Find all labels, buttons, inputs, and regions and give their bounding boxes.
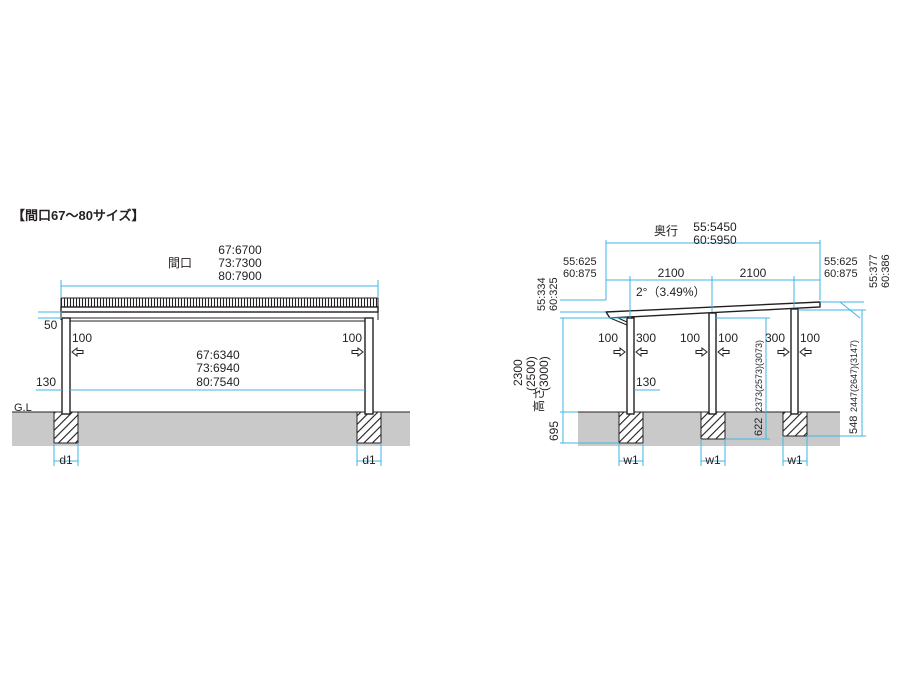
- side-roof-left-55: 55:334: [536, 277, 548, 311]
- side-height-3: (3000): [537, 356, 551, 391]
- side-post2-100a: 100: [680, 331, 700, 345]
- front-post-right: [364, 317, 374, 415]
- front-footing-right: [356, 411, 382, 444]
- side-roof-right-55: 55:377: [868, 254, 880, 288]
- side-span-1: 2100: [658, 266, 685, 280]
- front-arrow-right: [351, 346, 364, 358]
- side-post1-100: 100: [598, 331, 618, 345]
- side-post3-arrow-right: [799, 346, 812, 358]
- side-footing-2-w1: w1: [704, 453, 721, 467]
- front-post-left-100: 100: [72, 331, 92, 345]
- side-footing-3-w1: w1: [786, 453, 803, 467]
- front-overall-67: 67:6700: [218, 243, 262, 257]
- front-inner-73: 73:6940: [196, 361, 240, 375]
- side-slope: 2°（3.49%）: [636, 285, 706, 299]
- side-post2-arrow-left: [695, 346, 708, 358]
- front-roof: [60, 297, 379, 308]
- front-roof-thickness: 50: [44, 318, 58, 332]
- front-inner-80: 80:7540: [196, 375, 240, 389]
- side-depth-60: 60:5950: [693, 233, 737, 247]
- side-depth-695: 695: [547, 421, 561, 441]
- side-post3-arrow-left: [777, 346, 790, 358]
- side-depth-label: 奥行: [654, 224, 678, 238]
- side-overhang-left-60: 60:875: [563, 268, 597, 280]
- side-view: 奥行 55:5450 60:5950 55:625 60:875 55:625 …: [511, 220, 892, 467]
- side-post1-arrow-right: [635, 346, 648, 358]
- front-footing-left: [53, 411, 79, 444]
- side-post2-arrow-right: [717, 346, 730, 358]
- side-roof: [604, 301, 821, 319]
- side-mid-height: 2373(2573)(3073): [754, 340, 764, 412]
- size-title: 【間口67〜80サイズ】: [12, 208, 145, 223]
- side-span-2: 2100: [740, 266, 767, 280]
- side-post1-arrow-left: [613, 346, 626, 358]
- front-view: G.L 67:6700 間口 73:7300 80:7900 50 100 10…: [12, 243, 410, 467]
- side-height-1: 2300: [511, 359, 525, 386]
- front-overall-label: 間口: [168, 256, 192, 270]
- side-depth-55: 55:5450: [693, 220, 737, 234]
- side-post-2: [708, 312, 717, 415]
- front-overall-73: 73:7300: [218, 256, 262, 270]
- side-mid-footing: 622: [753, 418, 765, 436]
- side-footing-1: [618, 411, 644, 444]
- front-beam-130: 130: [36, 375, 56, 389]
- side-right-height: 2447(2647)(3147): [849, 340, 859, 412]
- side-height-label: 高さ: [531, 388, 546, 412]
- front-footing-left-d1: d1: [59, 453, 73, 467]
- side-overhang-right-55: 55:625: [824, 256, 858, 268]
- side-footing-1-w1: w1: [622, 453, 639, 467]
- side-roof-right-60: 60:386: [880, 254, 892, 288]
- front-post-left: [61, 317, 71, 415]
- side-overhang-left-55: 55:625: [563, 256, 597, 268]
- front-post-right-100: 100: [342, 331, 362, 345]
- side-post-3: [790, 308, 799, 415]
- front-gl-label: G.L: [14, 402, 32, 414]
- side-footing-2: [700, 411, 726, 440]
- front-overall-80: 80:7900: [218, 269, 262, 283]
- side-post1-300: 300: [636, 331, 656, 345]
- side-post-1: [626, 317, 635, 415]
- side-right-footing: 548: [848, 416, 860, 434]
- side-height-2: (2500): [524, 356, 538, 391]
- front-inner-67: 67:6340: [196, 348, 240, 362]
- side-post3-300: 300: [765, 331, 785, 345]
- side-footing-3: [782, 411, 808, 437]
- side-beam-130: 130: [636, 375, 656, 389]
- front-footing-right-d1: d1: [362, 453, 376, 467]
- front-roof-gutter: [60, 306, 379, 313]
- side-overhang-right-60: 60:875: [824, 268, 858, 280]
- side-roof-left-60: 60:325: [548, 277, 560, 311]
- side-post2-100b: 100: [718, 331, 738, 345]
- front-arrow-left: [71, 346, 84, 358]
- side-post3-100: 100: [800, 331, 820, 345]
